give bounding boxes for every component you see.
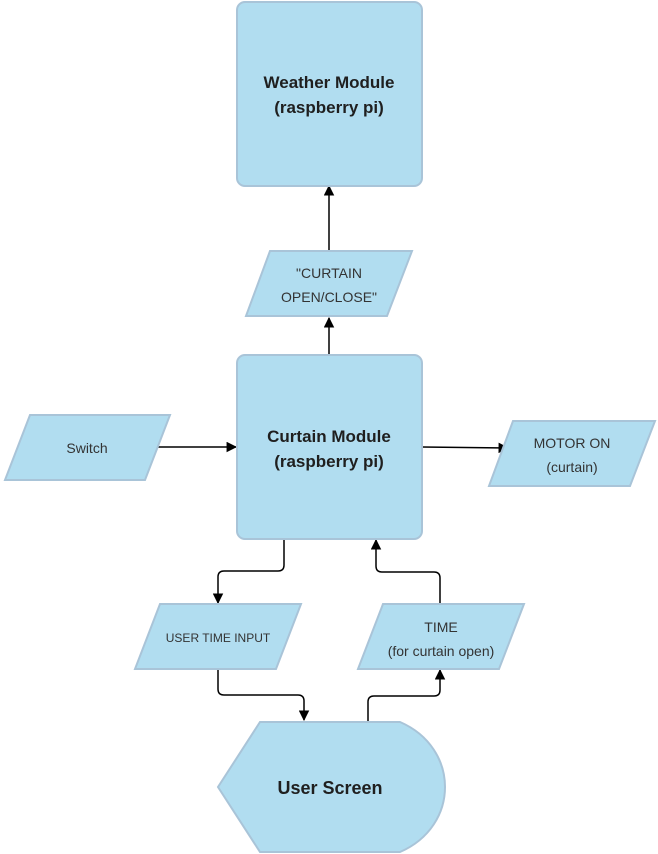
switch-shape: [3, 414, 172, 481]
curtain-signal-shape: [244, 250, 414, 317]
motor-on-node: MOTOR ON (curtain): [487, 420, 657, 487]
user-screen-shape: [216, 721, 446, 853]
switch-node: Switch: [3, 414, 172, 481]
curtain-signal-node: "CURTAIN OPEN/CLOSE": [244, 250, 414, 317]
time-shape: [356, 603, 526, 670]
edge-user-time-input-to-screen: [217, 670, 310, 722]
weather-module-node: Weather Module (raspberry pi): [236, 1, 423, 187]
switch-label: Switch: [66, 440, 107, 456]
user-time-input-label: USER TIME INPUT: [166, 631, 271, 645]
motor-on-shape: [487, 420, 657, 487]
time-node: TIME (for curtain open): [356, 603, 526, 670]
edges: [154, 184, 510, 722]
curtain-module-node: Curtain Module (raspberry pi): [236, 354, 423, 540]
motor-on-line1: MOTOR ON: [534, 435, 611, 451]
curtain-module-box: [236, 354, 423, 540]
time-line2: (for curtain open): [388, 643, 495, 659]
edge-curtain-to-motor: [421, 442, 510, 454]
edge-screen-to-time: [367, 668, 446, 722]
user-time-input-shape: [133, 603, 303, 670]
user-screen-label: User Screen: [277, 778, 382, 798]
motor-on-line2: (curtain): [546, 459, 597, 475]
user-time-input-node: USER TIME INPUT: [133, 603, 303, 670]
edge-time-to-curtain: [370, 538, 441, 603]
weather-module-box: [236, 1, 423, 187]
weather-module-subtitle: (raspberry pi): [274, 98, 384, 117]
curtain-signal-line1: "CURTAIN: [296, 265, 362, 281]
weather-module-title: Weather Module: [264, 73, 395, 92]
edge-curtain-to-user-time-input: [212, 540, 285, 605]
time-line1: TIME: [424, 619, 457, 635]
curtain-module-title: Curtain Module: [267, 427, 391, 446]
curtain-module-subtitle: (raspberry pi): [274, 452, 384, 471]
user-screen-node: User Screen: [216, 721, 446, 853]
curtain-signal-line2: OPEN/CLOSE": [281, 289, 377, 305]
